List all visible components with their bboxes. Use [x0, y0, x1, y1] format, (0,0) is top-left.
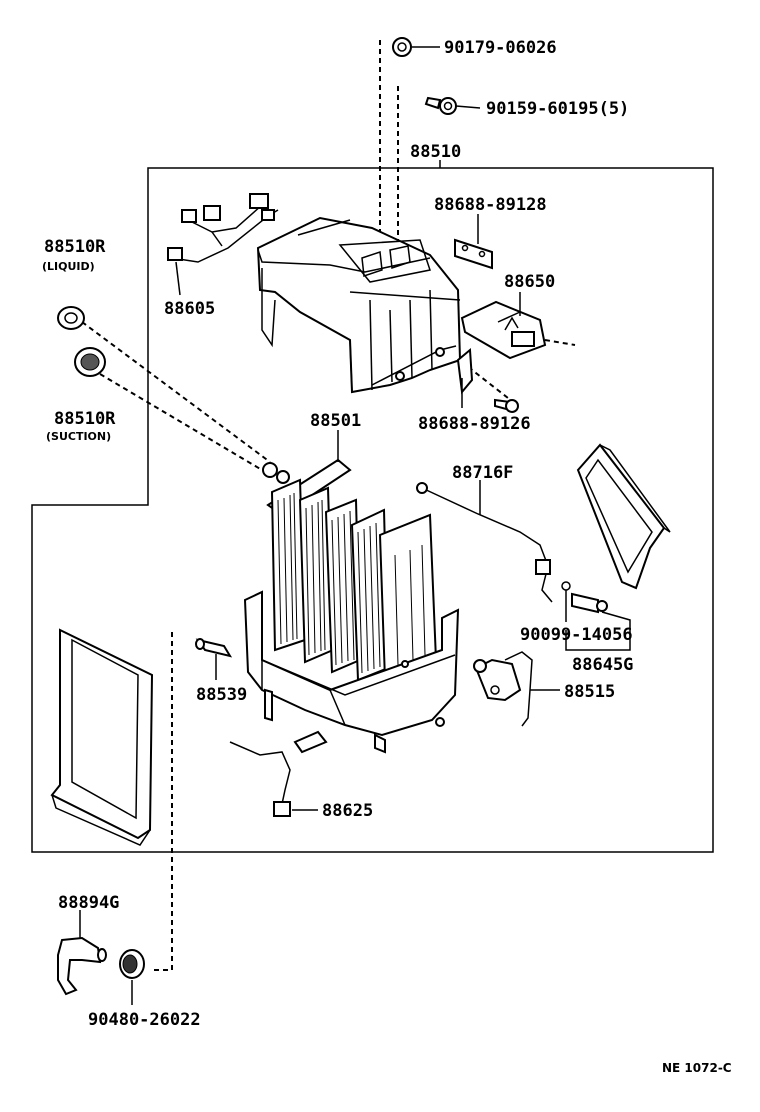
label-90480-26022: 90480-26022 [88, 1010, 201, 1030]
label-90099-14056: 90099-14056 [520, 625, 633, 645]
nut-90179-icon [392, 37, 412, 57]
dash-line-liquid [81, 321, 271, 463]
upper-case-88510 [256, 216, 462, 394]
drain-hose-88894g [57, 936, 107, 996]
lower-case [243, 590, 460, 754]
filter-right [576, 443, 671, 590]
label-88539: 88539 [196, 685, 247, 705]
label-88894g: 88894G [58, 893, 119, 913]
label-suction-note: (SUCTION) [46, 430, 111, 443]
amplifier-88650 [460, 300, 547, 360]
label-90159-60195: 90159-60195(5) [486, 99, 629, 119]
evaporator-88501 [262, 458, 438, 682]
assembly-boundary [31, 167, 714, 853]
label-88625: 88625 [322, 801, 373, 821]
o-ring-90099-icon [561, 581, 571, 591]
lead-90159 [455, 105, 481, 109]
dash-line-suction [99, 373, 263, 471]
screw-88688-89126-icon [494, 398, 519, 413]
expansion-valve-88515 [473, 651, 533, 727]
switch-88645g [571, 592, 608, 614]
seal-liquid-icon [57, 306, 85, 330]
lead-88645g [565, 611, 631, 651]
label-88688-89128: 88688-89128 [434, 195, 547, 215]
label-liquid-note: (LIQUID) [42, 260, 95, 273]
label-88501: 88501 [310, 411, 361, 431]
footer-code: NE 1072-C [662, 1061, 732, 1075]
thermistor-88625 [229, 730, 328, 817]
bracket-88688-89128 [454, 238, 493, 270]
seal-suction-icon [74, 347, 106, 377]
label-88515: 88515 [564, 682, 615, 702]
sensor-88539 [195, 638, 233, 658]
label-88605: 88605 [164, 299, 215, 319]
label-88645g: 88645G [572, 655, 633, 675]
label-88650: 88650 [504, 272, 555, 292]
dash-line-bottom [150, 632, 173, 971]
label-88510: 88510 [410, 142, 461, 162]
filter-left [50, 628, 154, 846]
label-88688-89126: 88688-89126 [418, 414, 531, 434]
dash-line-right-bracket [544, 339, 576, 346]
bolt-90159-icon [424, 96, 457, 115]
label-88716f: 88716F [452, 463, 513, 483]
label-88510r-liquid: 88510R [44, 237, 106, 257]
label-88510r-suction: 88510R [54, 409, 116, 429]
tube-88716f [416, 482, 553, 603]
grommet-90480-icon [119, 949, 145, 979]
label-90179-06026: 90179-06026 [444, 38, 557, 58]
lead-88605 [175, 261, 181, 296]
wire-harness-88605 [167, 193, 279, 263]
